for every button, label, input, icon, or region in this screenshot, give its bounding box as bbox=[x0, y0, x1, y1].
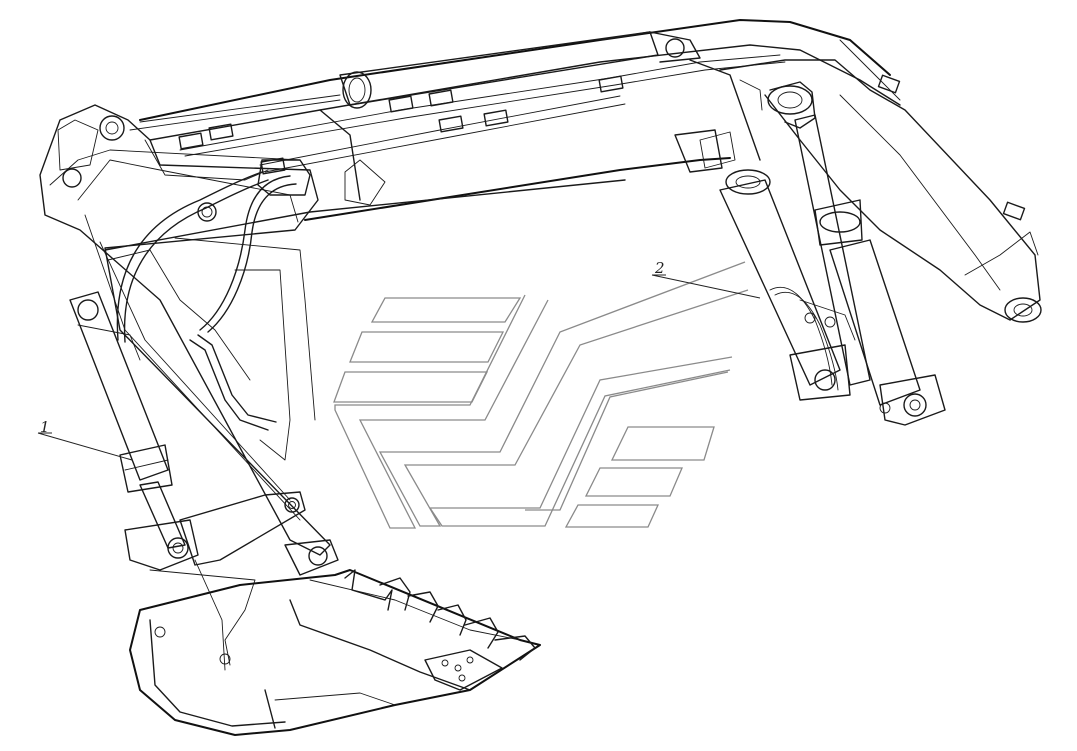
watermark-chevron bbox=[334, 261, 749, 529]
watermark-stripes-lower bbox=[564, 426, 715, 528]
boom-hoses bbox=[178, 39, 1026, 221]
watermark-stripes-upper bbox=[333, 297, 522, 403]
boom-cylinders bbox=[719, 114, 946, 426]
arm-stick bbox=[39, 104, 331, 556]
arm-cylinder bbox=[129, 31, 701, 131]
callout-1-leader bbox=[37, 432, 133, 461]
boom bbox=[104, 19, 1042, 323]
watermark-logo bbox=[333, 261, 749, 529]
bucket bbox=[129, 569, 541, 736]
callout-2-label: 2 bbox=[654, 259, 665, 277]
callout-2: 2 bbox=[651, 259, 761, 299]
callout-1: 1 bbox=[37, 418, 133, 461]
callout-1-label: 1 bbox=[40, 418, 50, 436]
callout-2-leader bbox=[651, 274, 761, 299]
arm-hoses bbox=[116, 159, 311, 431]
bucket-linkage bbox=[124, 491, 339, 671]
bucket-cylinder bbox=[69, 291, 186, 549]
